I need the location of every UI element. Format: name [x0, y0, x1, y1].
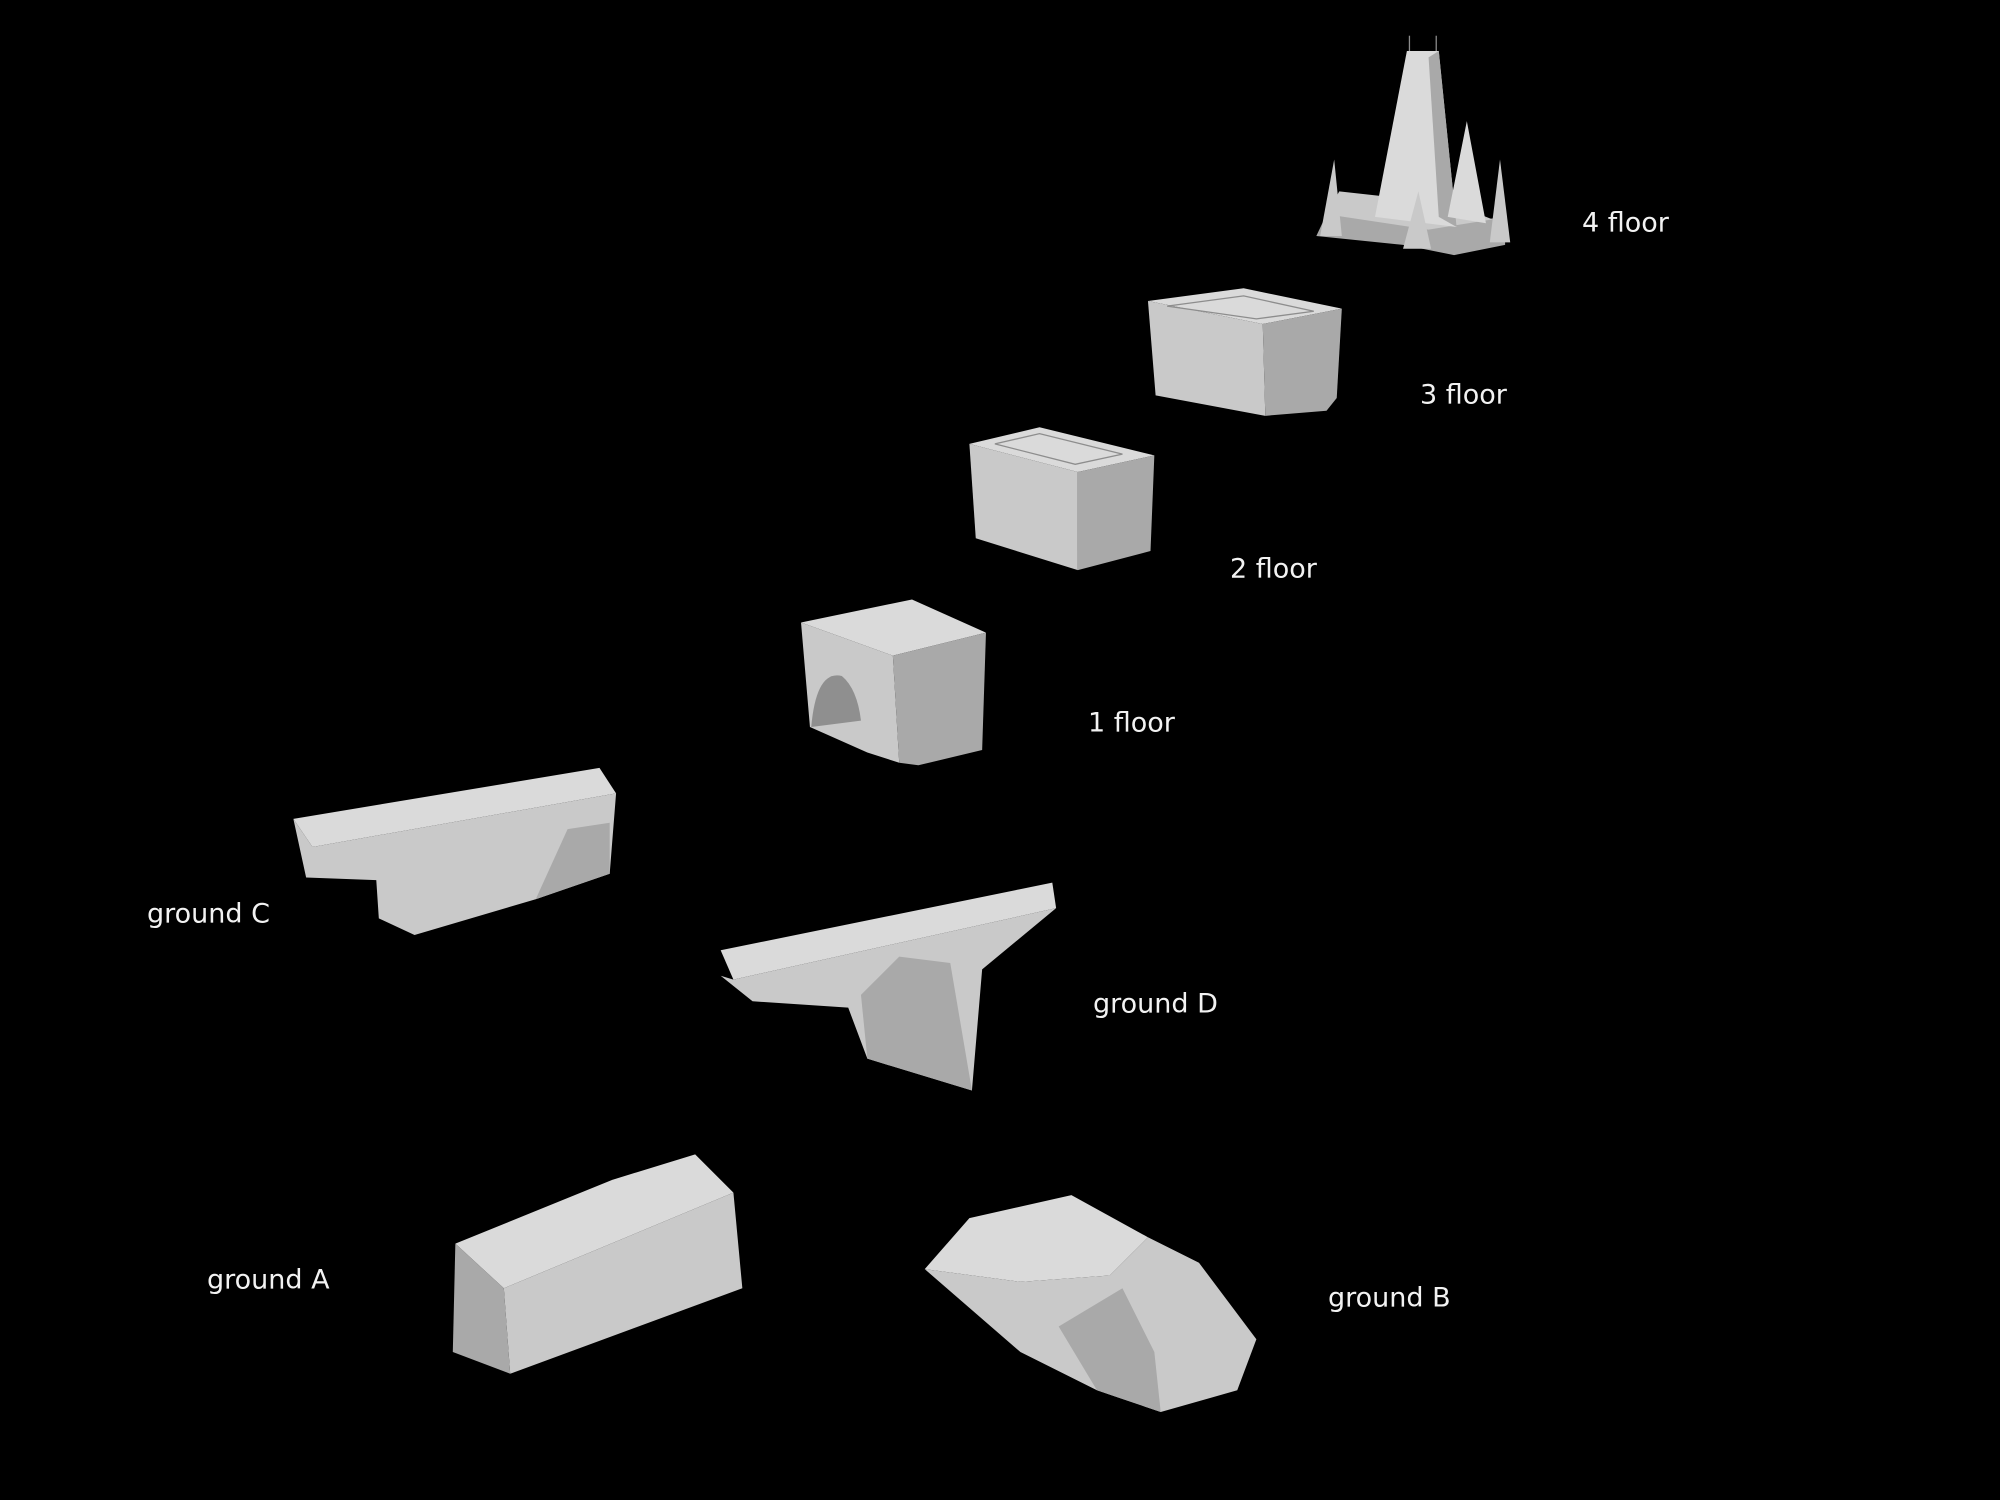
ground-c-model: [293, 767, 617, 935]
floor-1-model: [801, 599, 986, 766]
floor-4-model: [1316, 35, 1511, 256]
label-ground-d: ground D: [1093, 988, 1218, 1020]
ground-b-model: [924, 1195, 1257, 1412]
label-floor-2: 2 floor: [1230, 553, 1317, 585]
label-floor-3: 3 floor: [1420, 379, 1507, 411]
label-ground-c: ground C: [147, 898, 270, 930]
label-floor-1: 1 floor: [1088, 707, 1175, 739]
label-floor-4: 4 floor: [1582, 207, 1669, 239]
floor-3-model: [1147, 288, 1342, 416]
label-ground-a: ground A: [207, 1264, 330, 1296]
label-ground-b: ground B: [1328, 1282, 1451, 1314]
floor-2-model: [969, 427, 1155, 571]
ground-d-model: [720, 882, 1057, 1091]
ground-a-model: [452, 1154, 743, 1374]
